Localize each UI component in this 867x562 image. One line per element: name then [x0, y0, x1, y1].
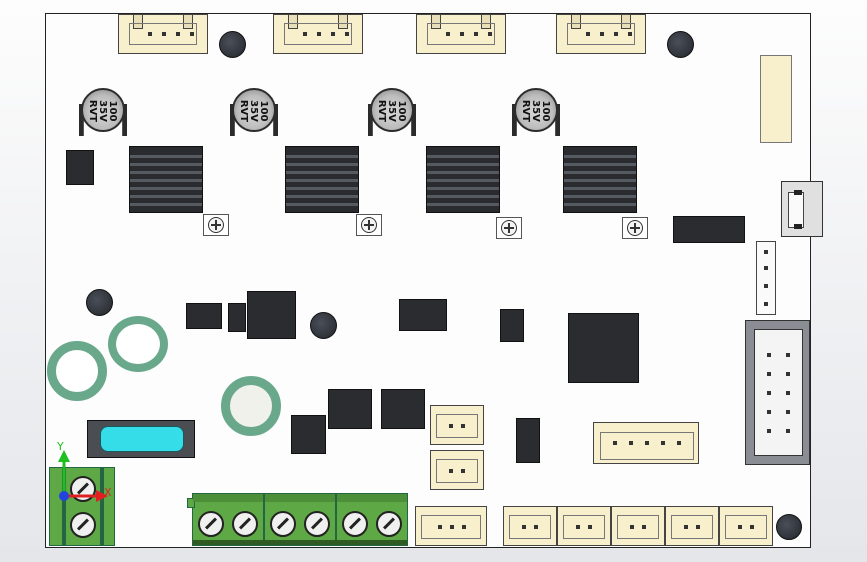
heatsink-2[interactable]	[285, 146, 359, 213]
screw-terminal-block[interactable]	[187, 493, 408, 546]
screw-terminal-left[interactable]	[49, 467, 115, 546]
cap-marking-series: RVT	[87, 99, 98, 123]
cap-marking-series: RVT	[376, 99, 387, 123]
cap-marking-value: 100	[107, 100, 118, 122]
heatsink-1[interactable]	[129, 146, 203, 213]
smd-chip[interactable]	[328, 389, 372, 429]
smd-chip[interactable]	[186, 303, 222, 329]
mounting-hole[interactable]	[219, 31, 246, 58]
axis-triad: Y X	[52, 440, 122, 510]
smd-chip[interactable]	[381, 389, 425, 429]
crystal-oscillator[interactable]	[87, 420, 195, 458]
cap-marking-value: 100	[258, 100, 269, 122]
top-connector-2[interactable]	[273, 14, 363, 54]
smd-chip-wide[interactable]	[673, 216, 745, 243]
toroid-inductor[interactable]	[47, 341, 107, 401]
mounting-hole[interactable]	[776, 514, 802, 540]
pcb-board[interactable]	[45, 13, 811, 548]
smd-chip[interactable]	[500, 309, 524, 342]
trimmer-pot-1[interactable]	[203, 214, 229, 236]
usb-connector[interactable]	[781, 181, 823, 237]
cap-marking-series: RVT	[238, 99, 249, 123]
cap-marking-voltage: 35V	[386, 100, 397, 122]
cap-marking-voltage: 35V	[248, 100, 259, 122]
smd-chip[interactable]	[516, 418, 540, 463]
cap-marking-value: 100	[540, 100, 551, 122]
trimmer-pot-4[interactable]	[622, 217, 648, 239]
mounting-hole[interactable]	[310, 312, 337, 339]
mounting-hole[interactable]	[667, 31, 694, 58]
pin-header-small[interactable]	[756, 241, 776, 315]
smd-chip[interactable]	[66, 150, 94, 185]
small-connector[interactable]	[430, 405, 484, 445]
cap-marking-series: RVT	[520, 99, 531, 123]
bottom-connector[interactable]	[415, 506, 487, 546]
toroid-inductor[interactable]	[221, 376, 281, 436]
cap-marking-voltage: 35V	[530, 100, 541, 122]
bottom-connector[interactable]	[719, 506, 773, 546]
bottom-connector[interactable]	[503, 506, 557, 546]
small-connector[interactable]	[430, 450, 484, 490]
box-header-connector[interactable]	[745, 320, 810, 465]
top-connector-1[interactable]	[118, 14, 208, 54]
heatsink-4[interactable]	[563, 146, 637, 213]
cap-marking-voltage: 35V	[97, 100, 108, 122]
top-connector-4[interactable]	[556, 14, 646, 54]
trimmer-pot-3[interactable]	[496, 217, 522, 239]
axis-x-label: X	[104, 486, 112, 499]
bottom-connector[interactable]	[557, 506, 611, 546]
axis-triad-icon	[58, 450, 108, 502]
microcontroller[interactable]	[568, 313, 639, 383]
toroid-inductor[interactable]	[108, 316, 168, 372]
heatsink-3[interactable]	[426, 146, 500, 213]
axis-y-label: Y	[57, 440, 64, 453]
cap-marking-value: 100	[396, 100, 407, 122]
smd-chip[interactable]	[291, 415, 326, 454]
trimmer-pot-2[interactable]	[356, 214, 382, 236]
pin-header-beige[interactable]	[760, 55, 792, 143]
smd-chip[interactable]	[228, 303, 246, 332]
mounting-hole[interactable]	[86, 289, 113, 316]
bottom-connector[interactable]	[611, 506, 665, 546]
top-connector-3[interactable]	[416, 14, 506, 54]
smd-inductor[interactable]	[247, 291, 296, 339]
bottom-connector[interactable]	[665, 506, 719, 546]
wide-connector[interactable]	[593, 422, 699, 464]
smd-chip[interactable]	[399, 299, 447, 331]
